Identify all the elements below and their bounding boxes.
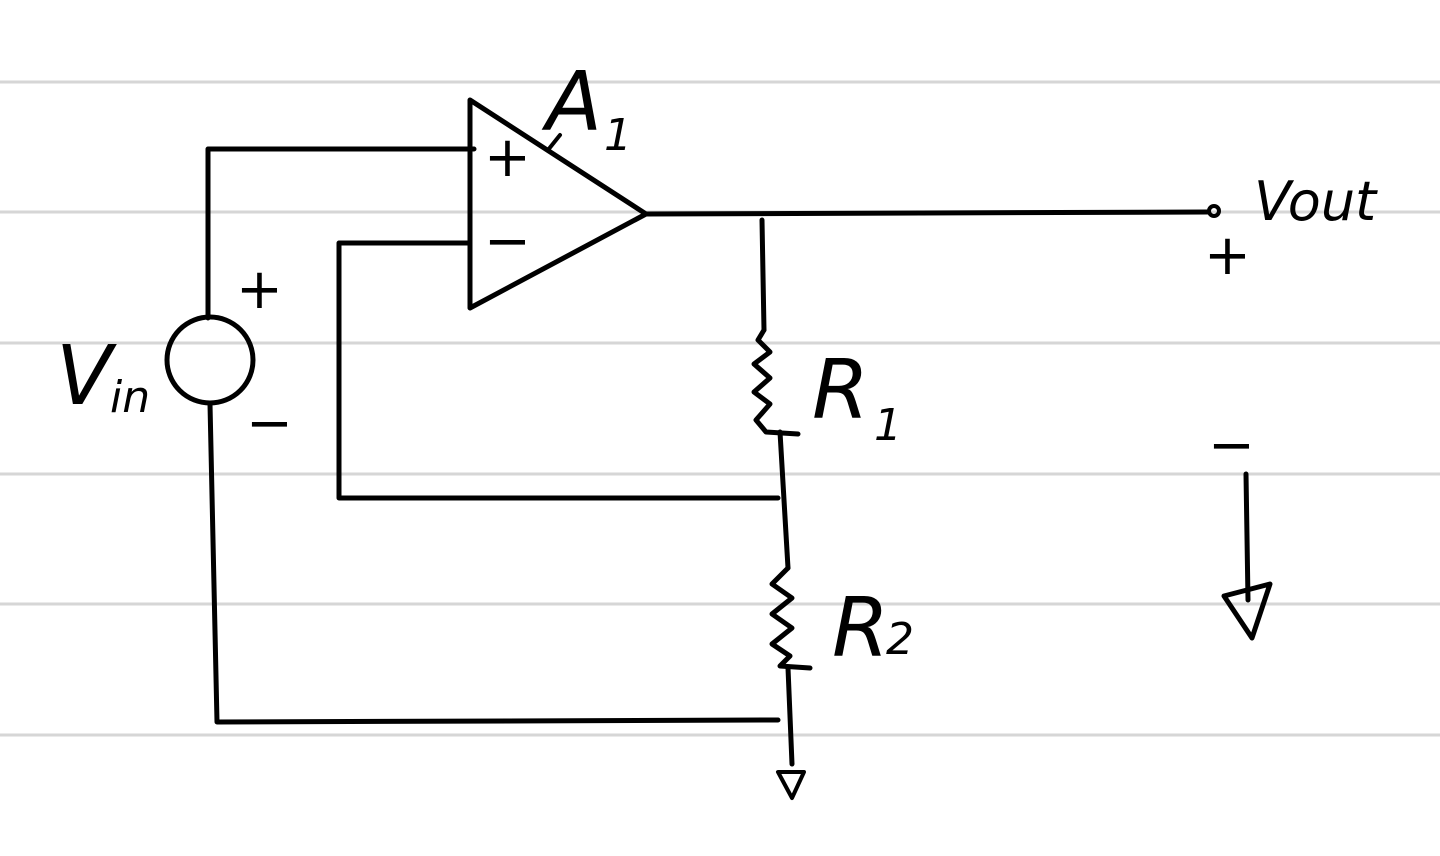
output-terminal xyxy=(1207,204,1221,218)
output-ground-symbol xyxy=(1221,471,1273,641)
wires xyxy=(205,146,1211,767)
opamp-plus-sign: + xyxy=(484,125,531,190)
source-subscript: in xyxy=(110,372,150,423)
source-plus-sign: + xyxy=(236,257,283,322)
op-amp-a1 xyxy=(467,97,649,311)
r1-label: R xyxy=(812,343,869,438)
resistor-r1 xyxy=(751,327,801,437)
source-minus-sign: − xyxy=(246,391,293,456)
amplifier-label: A xyxy=(541,55,602,150)
r1-subscript: 1 xyxy=(874,400,902,451)
ground-symbol xyxy=(776,770,806,800)
r2-label: R xyxy=(832,581,889,676)
ruled-lines xyxy=(0,80,1440,737)
voltage-source xyxy=(164,314,256,406)
output-plus-sign: + xyxy=(1204,223,1251,288)
opamp-minus-sign: − xyxy=(484,209,531,274)
source-label: V xyxy=(56,329,117,424)
r2-subscript: 2 xyxy=(886,614,914,665)
amplifier-subscript: 1 xyxy=(604,110,632,161)
output-label: Vout xyxy=(1254,170,1378,233)
resistor-r2 xyxy=(769,565,813,671)
output-minus-sign: − xyxy=(1208,413,1255,478)
